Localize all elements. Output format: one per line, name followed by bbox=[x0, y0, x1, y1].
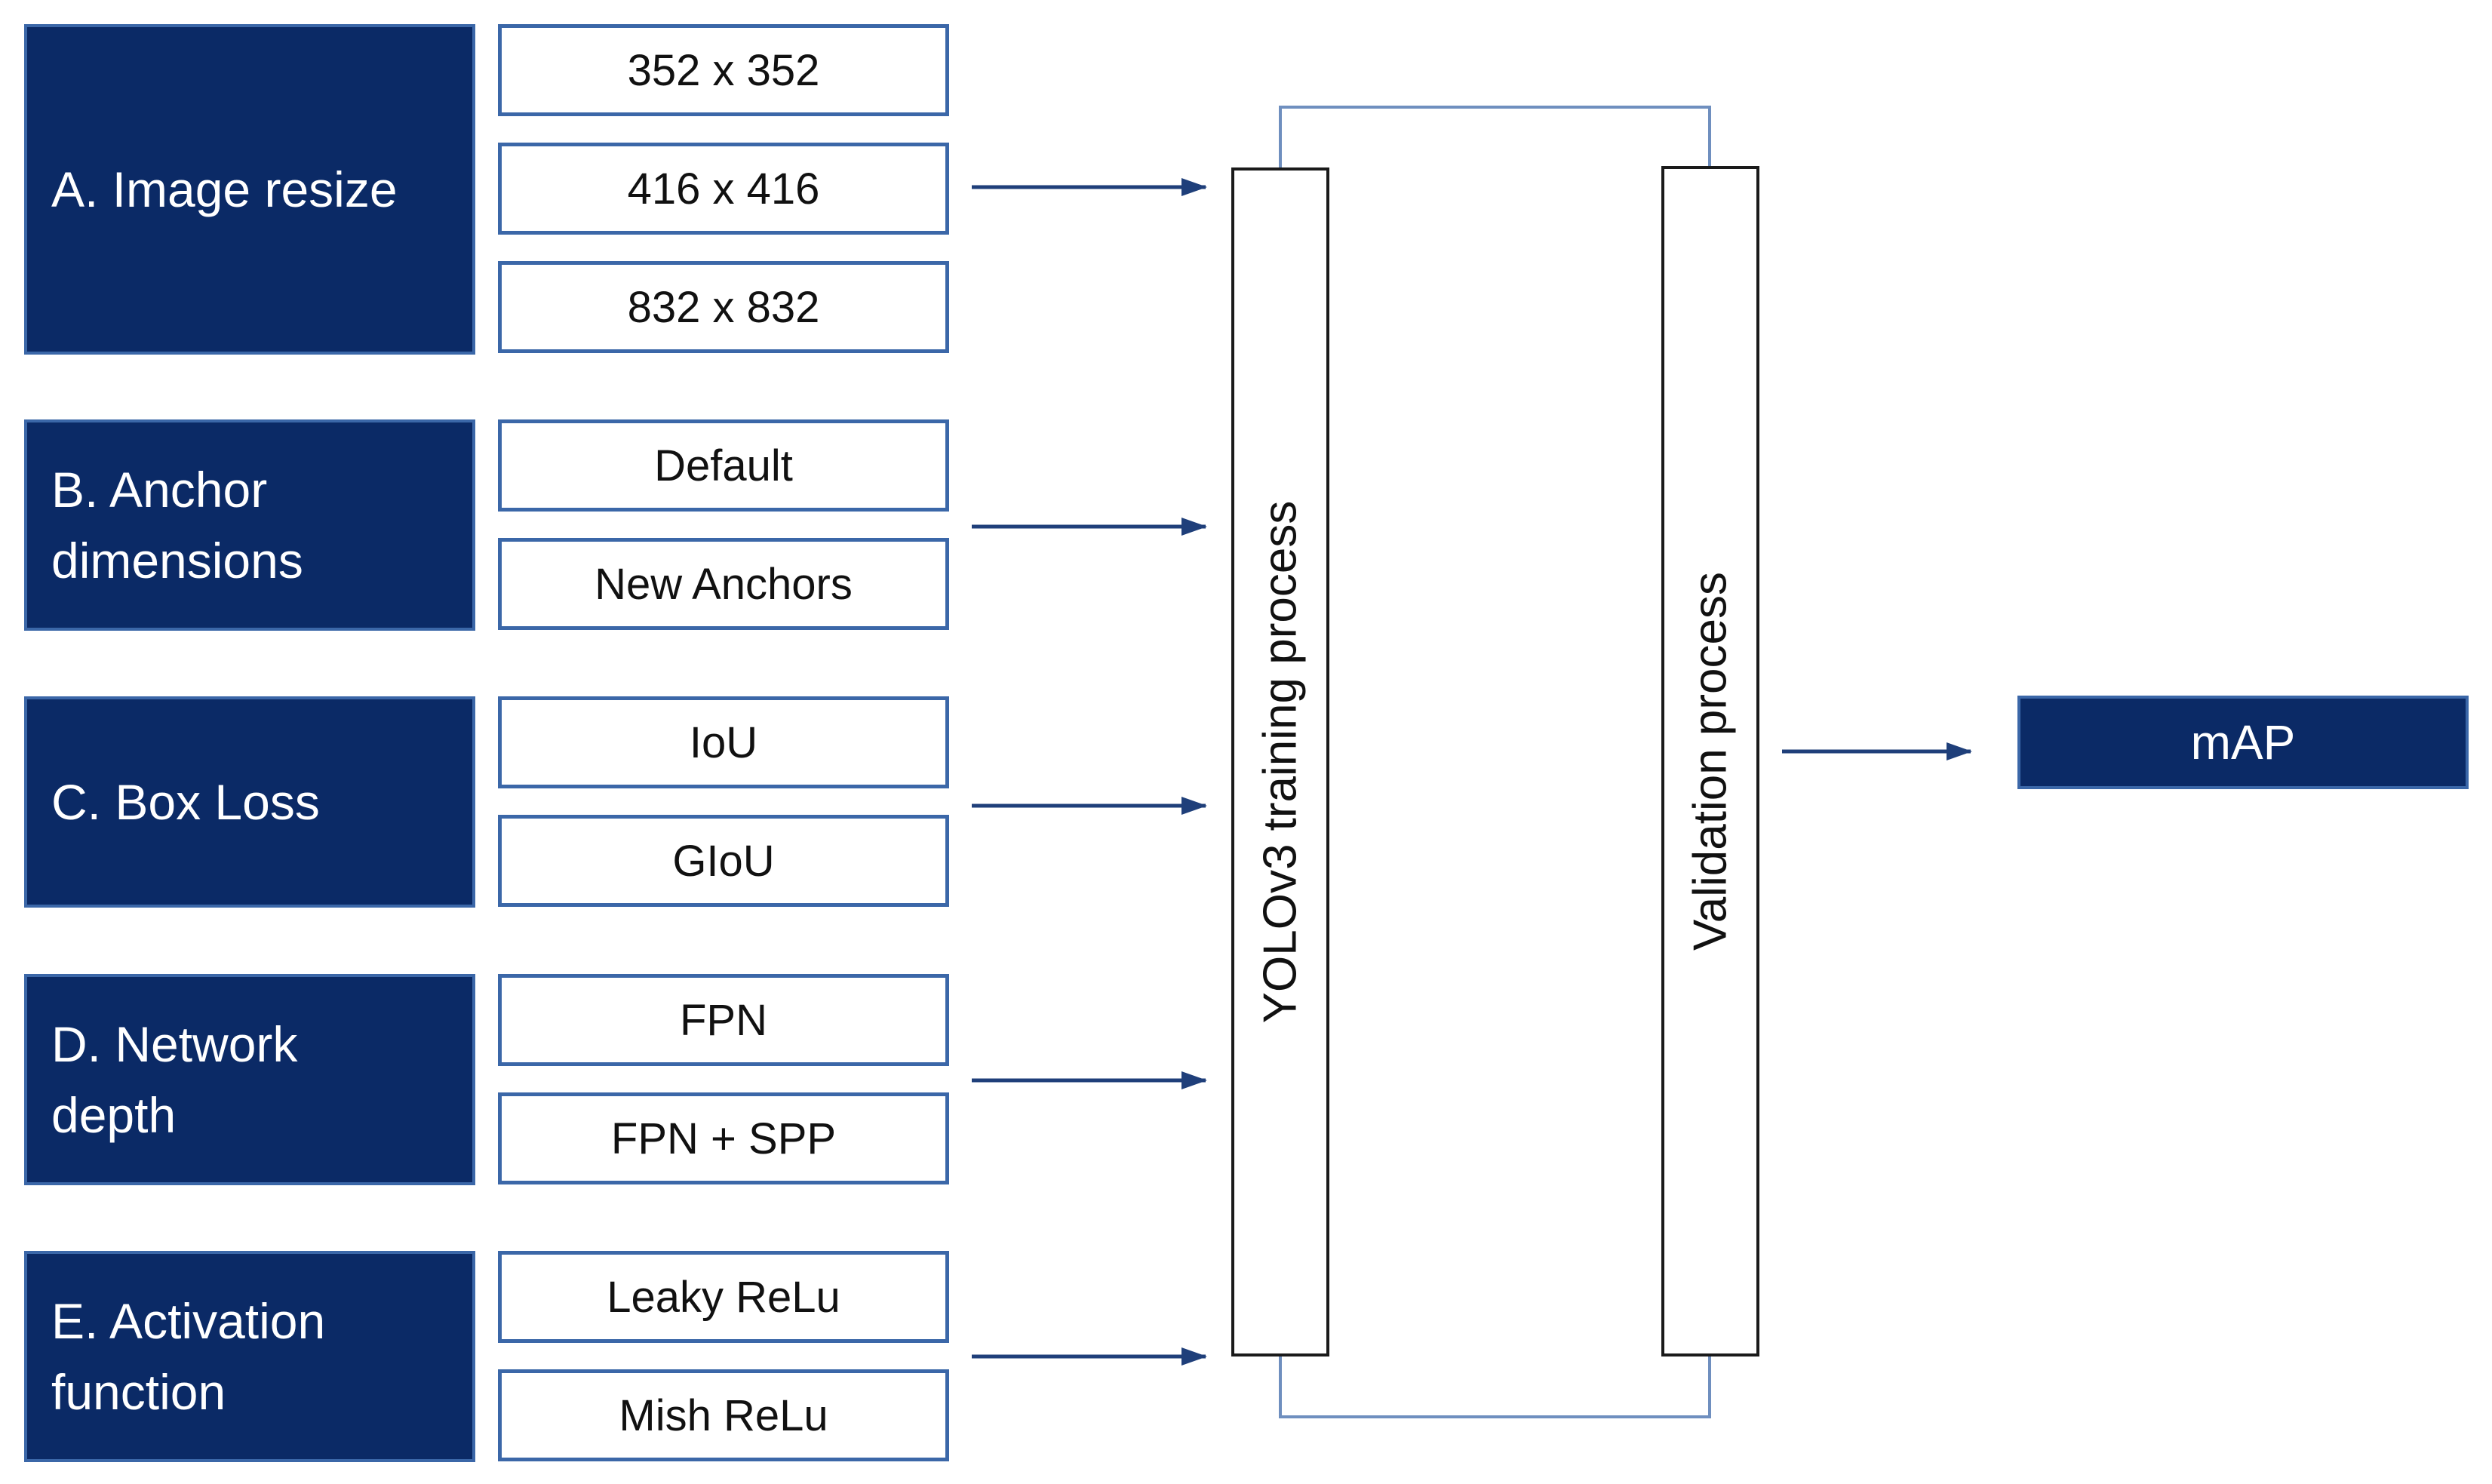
validation-process-box: Validation process bbox=[1661, 166, 1759, 1356]
category-label: C. Box Loss bbox=[51, 774, 320, 830]
training-process-label: YOLOv3 training process bbox=[1254, 500, 1307, 1024]
option-fpn-spp: FPN + SPP bbox=[498, 1092, 949, 1184]
result-label: mAP bbox=[2190, 715, 2296, 770]
option-fpn: FPN bbox=[498, 974, 949, 1066]
option-352: 352 x 352 bbox=[498, 24, 949, 116]
category-label: E. Activation function bbox=[51, 1293, 326, 1420]
category-label: D. Network depth bbox=[51, 1016, 298, 1143]
training-process-box: YOLOv3 training process bbox=[1231, 167, 1329, 1356]
option-giou: GIoU bbox=[498, 815, 949, 907]
option-832: 832 x 832 bbox=[498, 261, 949, 353]
top-loop-connector bbox=[1279, 106, 1711, 167]
option-416: 416 x 416 bbox=[498, 143, 949, 235]
option-leaky-relu: Leaky ReLu bbox=[498, 1251, 949, 1343]
category-label: B. Anchor dimensions bbox=[51, 462, 303, 588]
option-new-anchors: New Anchors bbox=[498, 538, 949, 630]
category-activation-function: E. Activation function bbox=[24, 1251, 475, 1462]
category-network-depth: D. Network depth bbox=[24, 974, 475, 1185]
validation-process-label: Validation process bbox=[1684, 571, 1737, 951]
option-iou: IoU bbox=[498, 696, 949, 788]
result-map-box: mAP bbox=[2017, 696, 2469, 789]
category-box-loss: C. Box Loss bbox=[24, 696, 475, 908]
category-label: A. Image resize bbox=[51, 161, 398, 217]
option-default: Default bbox=[498, 419, 949, 512]
bottom-loop-connector bbox=[1279, 1356, 1711, 1418]
category-image-resize: A. Image resize bbox=[24, 24, 475, 355]
option-mish-relu: Mish ReLu bbox=[498, 1369, 949, 1461]
category-anchor-dimensions: B. Anchor dimensions bbox=[24, 419, 475, 631]
